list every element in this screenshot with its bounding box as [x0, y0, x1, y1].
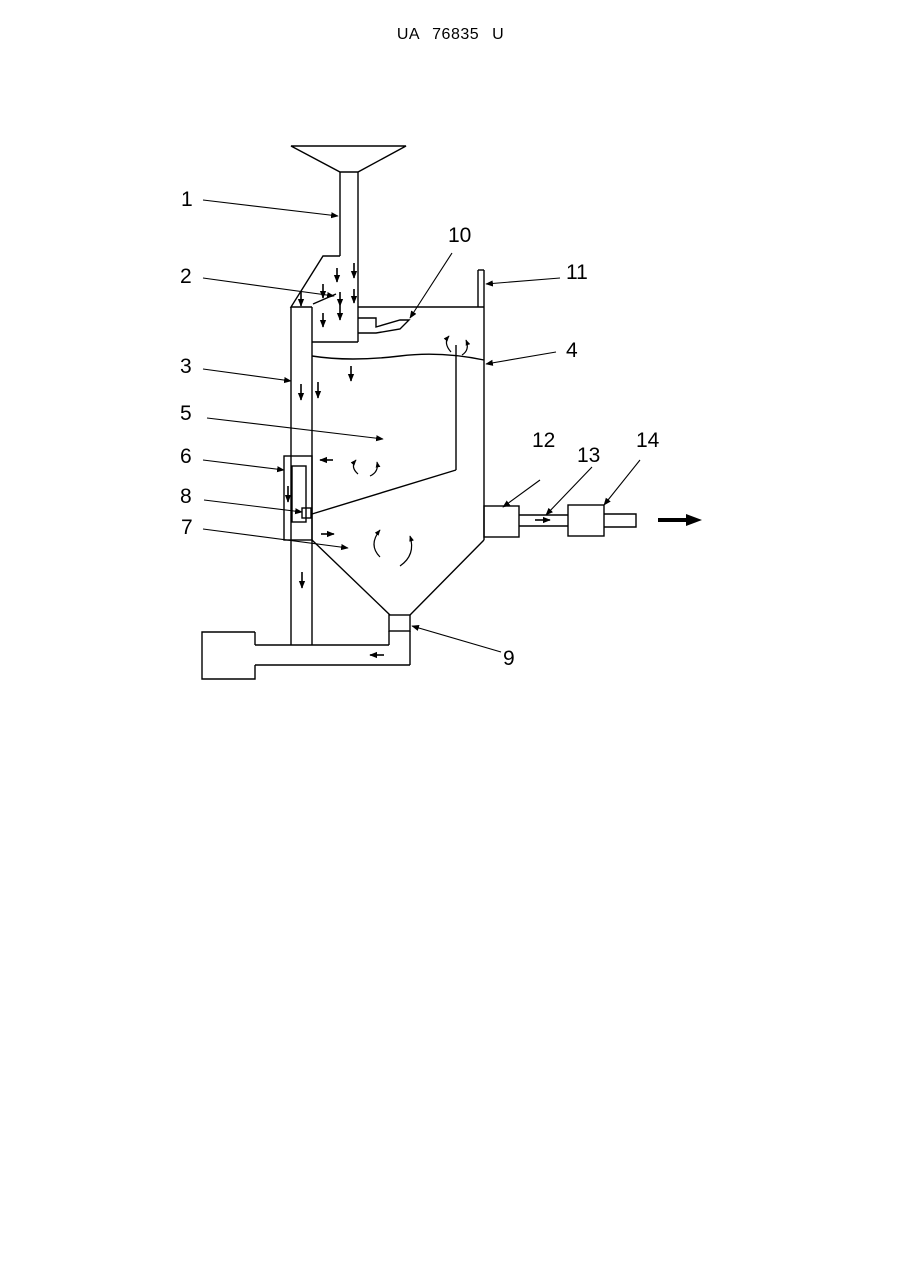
label-9: 9	[503, 647, 515, 670]
label-8: 8	[180, 485, 192, 508]
label-3: 3	[180, 355, 192, 378]
label-6: 6	[180, 445, 192, 468]
label-5: 5	[180, 402, 192, 425]
label-12: 12	[532, 429, 555, 452]
label-7: 7	[181, 516, 193, 539]
feed-funnel	[291, 146, 406, 172]
label-13: 13	[577, 444, 600, 467]
label-1: 1	[181, 188, 193, 211]
label-4: 4	[566, 339, 578, 362]
label-11: 11	[566, 261, 588, 284]
label-10: 10	[448, 224, 471, 247]
label-2: 2	[180, 265, 192, 288]
label-14: 14	[636, 429, 660, 452]
